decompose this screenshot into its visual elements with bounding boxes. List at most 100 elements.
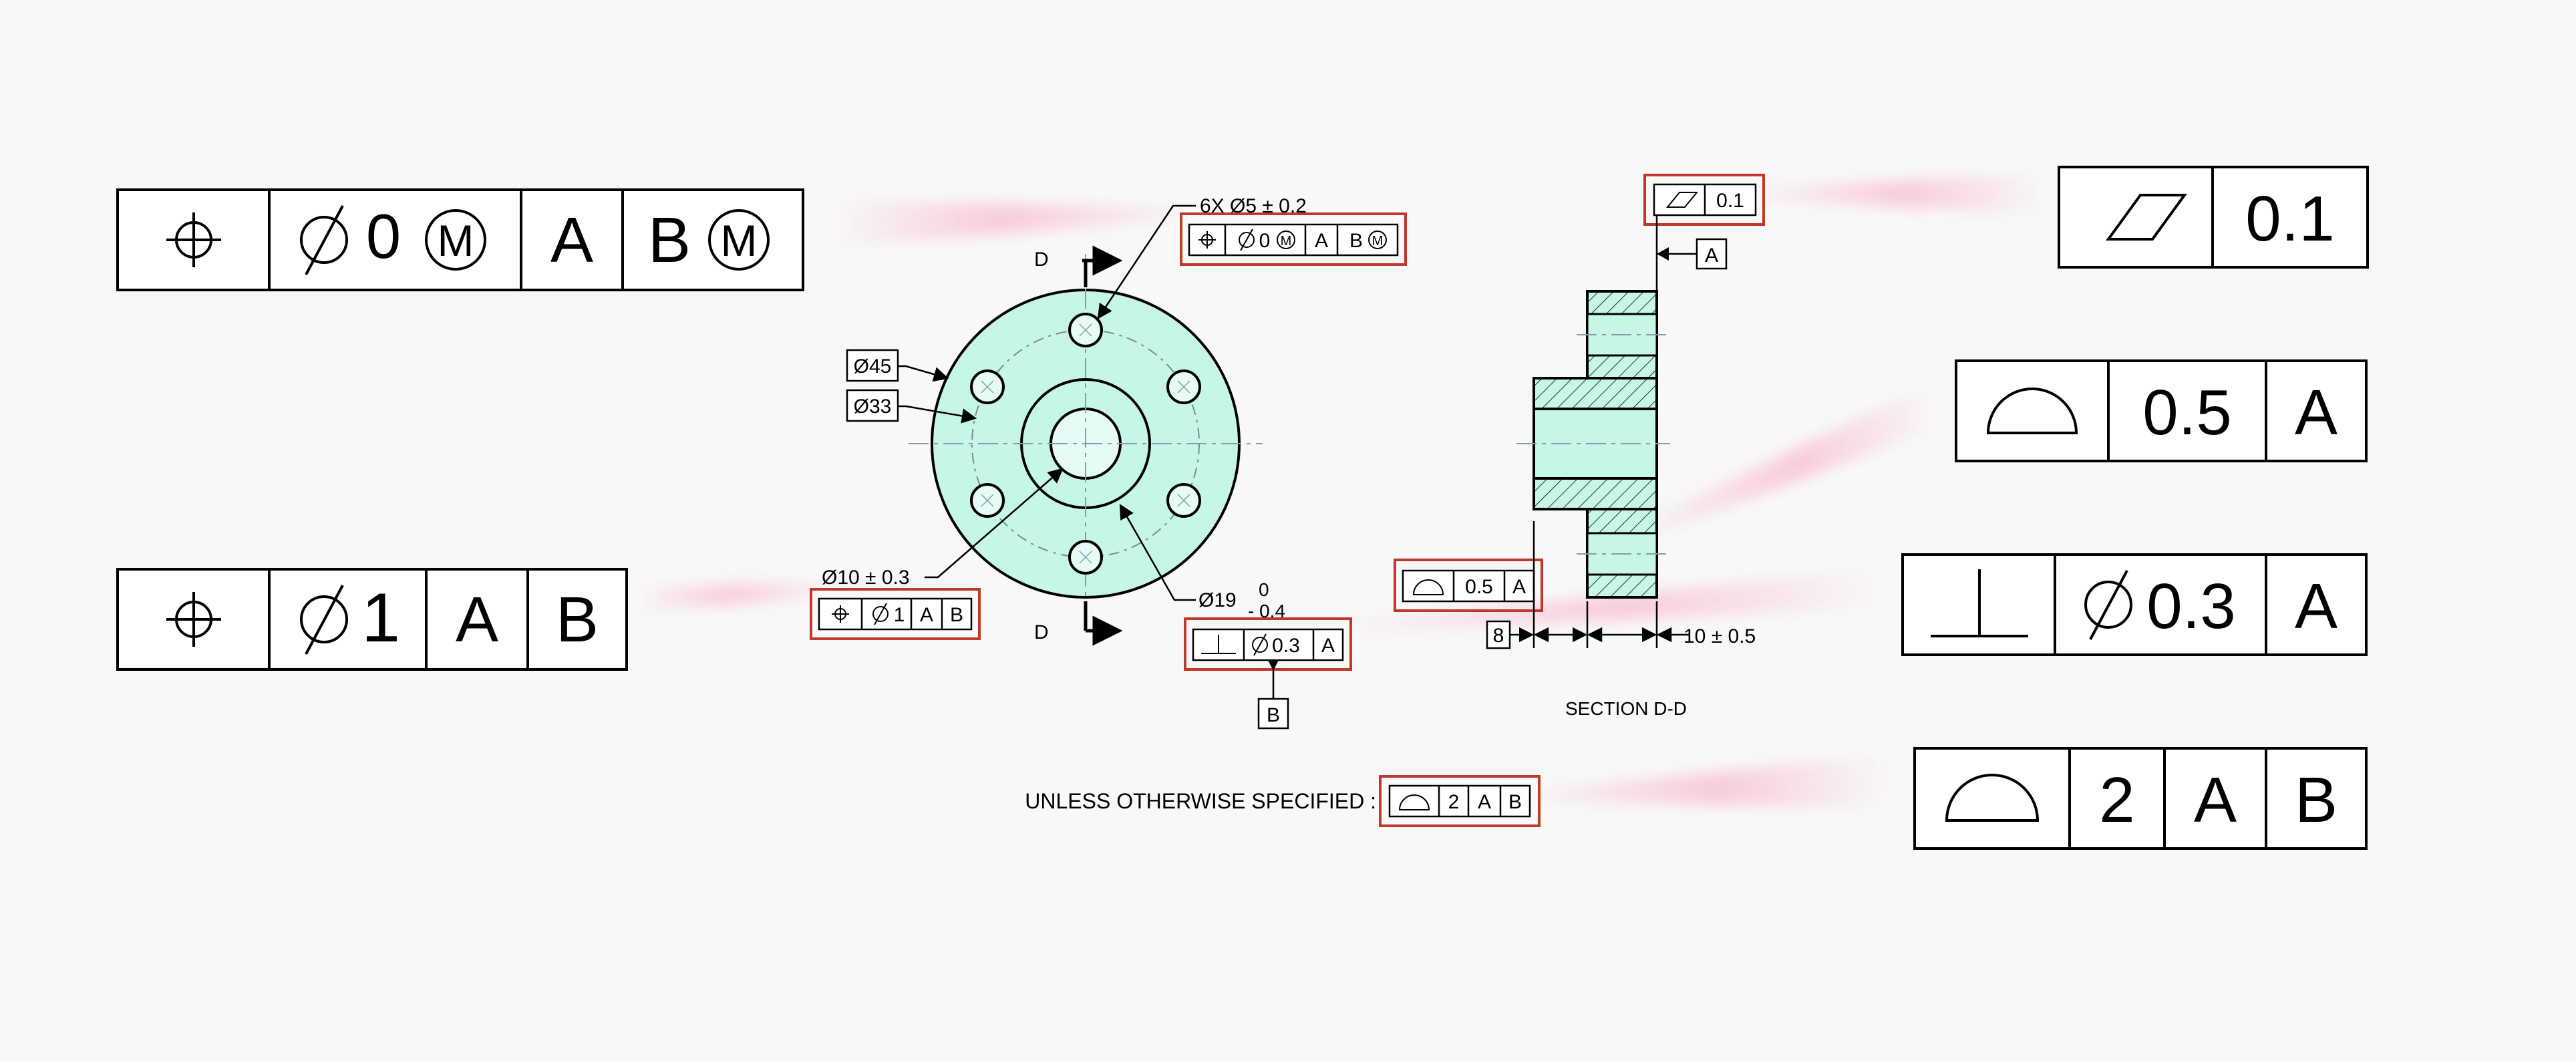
svg-text:8: 8 bbox=[1493, 625, 1504, 647]
flatness-icon bbox=[2106, 194, 2187, 241]
position-icon bbox=[166, 592, 221, 647]
highlight-box bbox=[1643, 174, 1765, 226]
fcf-datum-b: B bbox=[2295, 764, 2338, 836]
datum-a-feature: A bbox=[1657, 238, 1728, 270]
section-center-lines bbox=[1516, 334, 1670, 555]
fcf-holes: 0 M A B M bbox=[1188, 223, 1399, 257]
fcf-datum-b: B bbox=[556, 584, 599, 655]
svg-text:A: A bbox=[1705, 245, 1718, 267]
hole-centers bbox=[981, 323, 1190, 564]
svg-text:A: A bbox=[1321, 635, 1335, 657]
mmc-modifier: M bbox=[708, 209, 770, 271]
pointer-glows bbox=[635, 174, 2044, 808]
fcf-bore: 1 A B bbox=[818, 597, 973, 631]
fcf-value: 0.3 bbox=[2146, 571, 2235, 642]
section-label-bottom: D bbox=[1034, 621, 1049, 643]
fcf-value: 0.1 bbox=[2245, 183, 2334, 255]
fcf-datum-a: A bbox=[2194, 764, 2237, 836]
front-view: D D 6X Ø5 ± 0.2 Ø45 Ø33 Ø10 ± 0.3 Ø19 0 … bbox=[810, 195, 1407, 730]
glow-perpendicularity bbox=[1356, 568, 1884, 631]
mmc-modifier: M bbox=[1281, 234, 1292, 249]
flatness-icon bbox=[1665, 192, 1699, 208]
fcf-datum-a: A bbox=[456, 584, 498, 655]
fcf-value: 0 bbox=[366, 201, 401, 271]
dim-bolt-circle-box: Ø33 bbox=[846, 389, 899, 422]
svg-text:A: A bbox=[920, 604, 933, 626]
profile-surface-icon bbox=[1945, 774, 2040, 822]
fcf-datum-b: B bbox=[648, 204, 691, 276]
svg-text:B: B bbox=[1508, 791, 1522, 813]
fcf-datum-a: A bbox=[2295, 377, 2338, 448]
svg-text:0: 0 bbox=[1259, 230, 1271, 252]
highlight-box bbox=[1184, 617, 1352, 671]
svg-text:A: A bbox=[1478, 791, 1491, 813]
dim-outer-box: Ø45 bbox=[846, 349, 899, 382]
highlight-box bbox=[1180, 212, 1407, 266]
profile-surface-icon bbox=[1412, 579, 1444, 595]
section-marker-top bbox=[1082, 245, 1123, 287]
svg-text:B: B bbox=[1267, 704, 1280, 726]
section-label-top: D bbox=[1034, 249, 1049, 271]
dim-hub: Ø19 bbox=[1198, 589, 1237, 611]
section-marker-bottom bbox=[1084, 601, 1123, 646]
dim-hub-length-box: 8 bbox=[1486, 620, 1511, 649]
enlarged-fcf-flatness: 0.1 bbox=[2058, 166, 2369, 269]
diameter-icon bbox=[300, 205, 348, 275]
position-icon bbox=[832, 605, 849, 623]
profile-surface-icon bbox=[1398, 794, 1430, 810]
svg-text:B: B bbox=[950, 604, 963, 626]
fcf-flatness: 0.1 bbox=[1653, 183, 1757, 216]
fcf-value: 0.5 bbox=[2142, 377, 2231, 448]
leaders bbox=[898, 204, 1196, 601]
position-icon bbox=[166, 212, 221, 267]
fcf-value: 2 bbox=[2099, 764, 2134, 836]
dimension-lines bbox=[1495, 521, 1690, 648]
section-title: SECTION D-D bbox=[1565, 698, 1687, 719]
svg-text:A: A bbox=[1315, 230, 1328, 252]
perpendicularity-icon bbox=[1201, 635, 1236, 654]
diameter-icon bbox=[1252, 633, 1268, 656]
diameter-icon bbox=[2084, 570, 2132, 640]
general-note: UNLESS OTHERWISE SPECIFIED : 2 A B bbox=[1025, 775, 1541, 827]
enlarged-fcf-profile-05: 0.5 A bbox=[1955, 359, 2368, 462]
general-note-text: UNLESS OTHERWISE SPECIFIED : bbox=[1025, 789, 1376, 813]
position-icon bbox=[1198, 231, 1216, 249]
svg-text:2: 2 bbox=[1448, 791, 1460, 813]
glow-position bbox=[635, 581, 822, 611]
enlarged-fcf-position: 1 A B bbox=[116, 568, 628, 671]
fcf-profile: 0.5 A bbox=[1402, 569, 1535, 603]
dim-hub-upper-tol: 0 bbox=[1259, 579, 1269, 600]
glow-profile-05 bbox=[1657, 388, 1937, 535]
svg-text:Ø45: Ø45 bbox=[854, 355, 892, 377]
datum-b-feature: B bbox=[1257, 660, 1289, 730]
enlarged-fcf-perpendicularity: 0.3 A bbox=[1901, 553, 2368, 656]
profile-surface-icon bbox=[1986, 388, 2078, 434]
fcf-datum-a: A bbox=[550, 204, 593, 276]
mmc-modifier: M bbox=[1372, 234, 1384, 249]
svg-text:0.1: 0.1 bbox=[1716, 190, 1744, 212]
section-view: 0.1 A 0.5 A bbox=[1394, 174, 1765, 719]
dim-flange-thickness: 10 ± 0.5 bbox=[1683, 625, 1756, 647]
diameter-icon bbox=[1239, 229, 1255, 251]
diameter-icon bbox=[872, 603, 889, 625]
svg-text:0.3: 0.3 bbox=[1272, 635, 1300, 657]
svg-text:A: A bbox=[1512, 576, 1526, 598]
fcf-datum-a: A bbox=[2295, 571, 2338, 642]
glow-general-profile bbox=[1543, 755, 1891, 808]
fcf-hub: 0.3 A bbox=[1192, 628, 1344, 661]
svg-text:Ø33: Ø33 bbox=[854, 396, 892, 418]
enlarged-fcf-profile-2: 2 A B bbox=[1913, 747, 2368, 850]
diameter-icon bbox=[300, 585, 348, 655]
fcf-value: 1 bbox=[361, 579, 400, 657]
svg-text:M: M bbox=[438, 216, 474, 265]
svg-text:B: B bbox=[1349, 230, 1363, 252]
fcf-general-profile: 2 A B bbox=[1388, 784, 1531, 818]
highlight-box bbox=[1394, 559, 1543, 612]
highlight-box bbox=[1379, 775, 1541, 827]
svg-text:0.5: 0.5 bbox=[1465, 576, 1493, 598]
mmc-modifier: M bbox=[425, 209, 486, 271]
dim-bore: Ø10 ± 0.3 bbox=[822, 567, 910, 589]
highlight-box bbox=[810, 588, 981, 640]
